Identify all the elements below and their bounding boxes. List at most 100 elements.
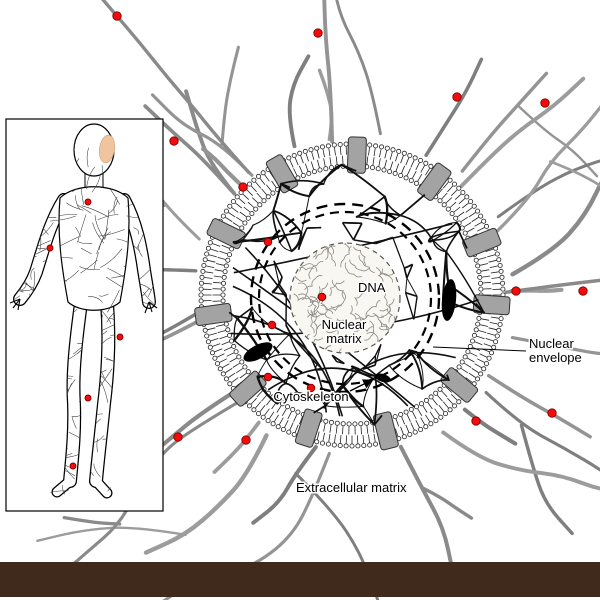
cytoskeleton-filament	[277, 231, 303, 238]
lipid-head	[286, 155, 292, 161]
lipid-head	[204, 251, 210, 257]
foot-fill	[52, 476, 75, 497]
lipid-head	[249, 211, 255, 217]
ecm-fiber	[150, 93, 254, 177]
ecm-fiber	[484, 390, 600, 472]
label-cytoskeleton: Cytoskeleton	[273, 389, 348, 404]
lipid-head	[227, 203, 233, 209]
lipid-head	[498, 268, 504, 274]
lipid-head	[220, 292, 226, 298]
cytoskeleton-filament	[252, 210, 274, 226]
lipid-head	[346, 421, 352, 427]
cytoskeleton-filament	[285, 382, 299, 394]
cytoskeleton-filament	[388, 349, 411, 367]
body-node-dots	[46, 198, 124, 470]
label-dna: DNA	[358, 280, 386, 295]
ecm-fiber	[287, 54, 311, 149]
cytoskeleton-filament	[432, 221, 458, 241]
lipid-head	[260, 414, 266, 420]
lipid-head	[437, 198, 443, 204]
red-node-dot	[69, 462, 77, 470]
lipid-head	[418, 157, 424, 163]
nuclear-matrix-filament	[273, 260, 283, 278]
red-node-dot	[547, 408, 557, 418]
lipid-head	[230, 198, 236, 204]
nuclear-matrix-filament	[405, 292, 418, 297]
nuclear-matrix-filament	[375, 236, 394, 245]
lipid-head	[358, 421, 364, 427]
lipid-head	[469, 338, 475, 344]
lipid-head	[460, 189, 466, 195]
label-nuclear-envelope-line1: Nuclear	[529, 336, 574, 351]
lipid-head	[328, 419, 334, 425]
nuclear-matrix-filament	[403, 268, 408, 279]
lipid-head	[343, 141, 349, 147]
lipid-head	[459, 359, 465, 365]
lipid-head	[337, 141, 343, 147]
lipid-head	[384, 145, 390, 151]
lipid-head	[375, 166, 381, 172]
lipid-head	[302, 148, 308, 154]
lipid-head	[423, 397, 429, 403]
finger-line	[17, 298, 21, 311]
lipid-head	[319, 440, 325, 446]
lipid-head	[418, 401, 424, 407]
lipid-head	[467, 343, 473, 349]
lipid-head	[464, 194, 470, 200]
lipid-head	[499, 274, 505, 280]
lipid-head	[297, 150, 303, 156]
lipid-head	[387, 169, 393, 175]
integrin-block	[372, 411, 399, 451]
red-node-dot	[84, 394, 92, 402]
lipid-head	[286, 429, 292, 435]
ecm-fiber	[459, 76, 586, 188]
ecm-fiber	[496, 159, 600, 219]
cytoskeleton-filament	[256, 375, 279, 405]
lipid-head	[220, 286, 226, 292]
nuclear-matrix-filament	[413, 296, 418, 320]
lipid-head	[447, 177, 453, 183]
lipid-head	[494, 251, 500, 257]
cytoskeleton-filament	[290, 231, 303, 253]
lipid-head	[491, 344, 497, 350]
cytoskeleton-filament	[427, 236, 435, 243]
nuclear-matrix-filament	[298, 227, 308, 250]
lipid-head	[412, 429, 418, 435]
dna-boundary	[289, 242, 401, 354]
anchor-filament	[446, 374, 450, 381]
lipid-head	[255, 173, 261, 179]
integrin-block	[206, 218, 246, 250]
ecm-fiber	[322, 0, 335, 144]
ecm-fiber	[212, 420, 261, 474]
nuclear-matrix-filament	[273, 291, 287, 296]
ecm-fiber	[510, 180, 600, 277]
lipid-head	[220, 280, 226, 286]
cytoskeleton-filament	[308, 183, 325, 197]
lipid-head	[392, 170, 398, 176]
lipid-head	[413, 180, 419, 186]
lipid-head	[246, 403, 252, 409]
ecm-fiber	[335, 0, 382, 136]
ecm-fiber	[419, 485, 474, 520]
cytoskeleton-filament	[432, 239, 448, 253]
lipid-head	[478, 213, 484, 219]
cytoskeleton-filament	[355, 211, 402, 218]
label-nuclear-matrix-line1: Nuclear	[322, 317, 367, 332]
lipid-head	[245, 215, 251, 221]
lipid-head	[476, 269, 482, 275]
integrin-block	[294, 408, 323, 448]
lipid-head	[242, 364, 248, 370]
lipid-head	[205, 339, 211, 345]
cytoskeleton-filament	[233, 306, 254, 342]
lipid-head	[418, 426, 424, 432]
lipid-head	[295, 409, 301, 415]
lipid-head	[497, 262, 503, 268]
cytoskeleton-filament	[242, 235, 279, 243]
red-node-dot	[116, 333, 124, 341]
cytoskeleton-filament	[421, 379, 450, 390]
lipid-head	[493, 339, 499, 345]
lipid-head	[477, 280, 483, 286]
cytoskeleton-filament	[308, 163, 343, 198]
lipid-head	[456, 364, 462, 370]
